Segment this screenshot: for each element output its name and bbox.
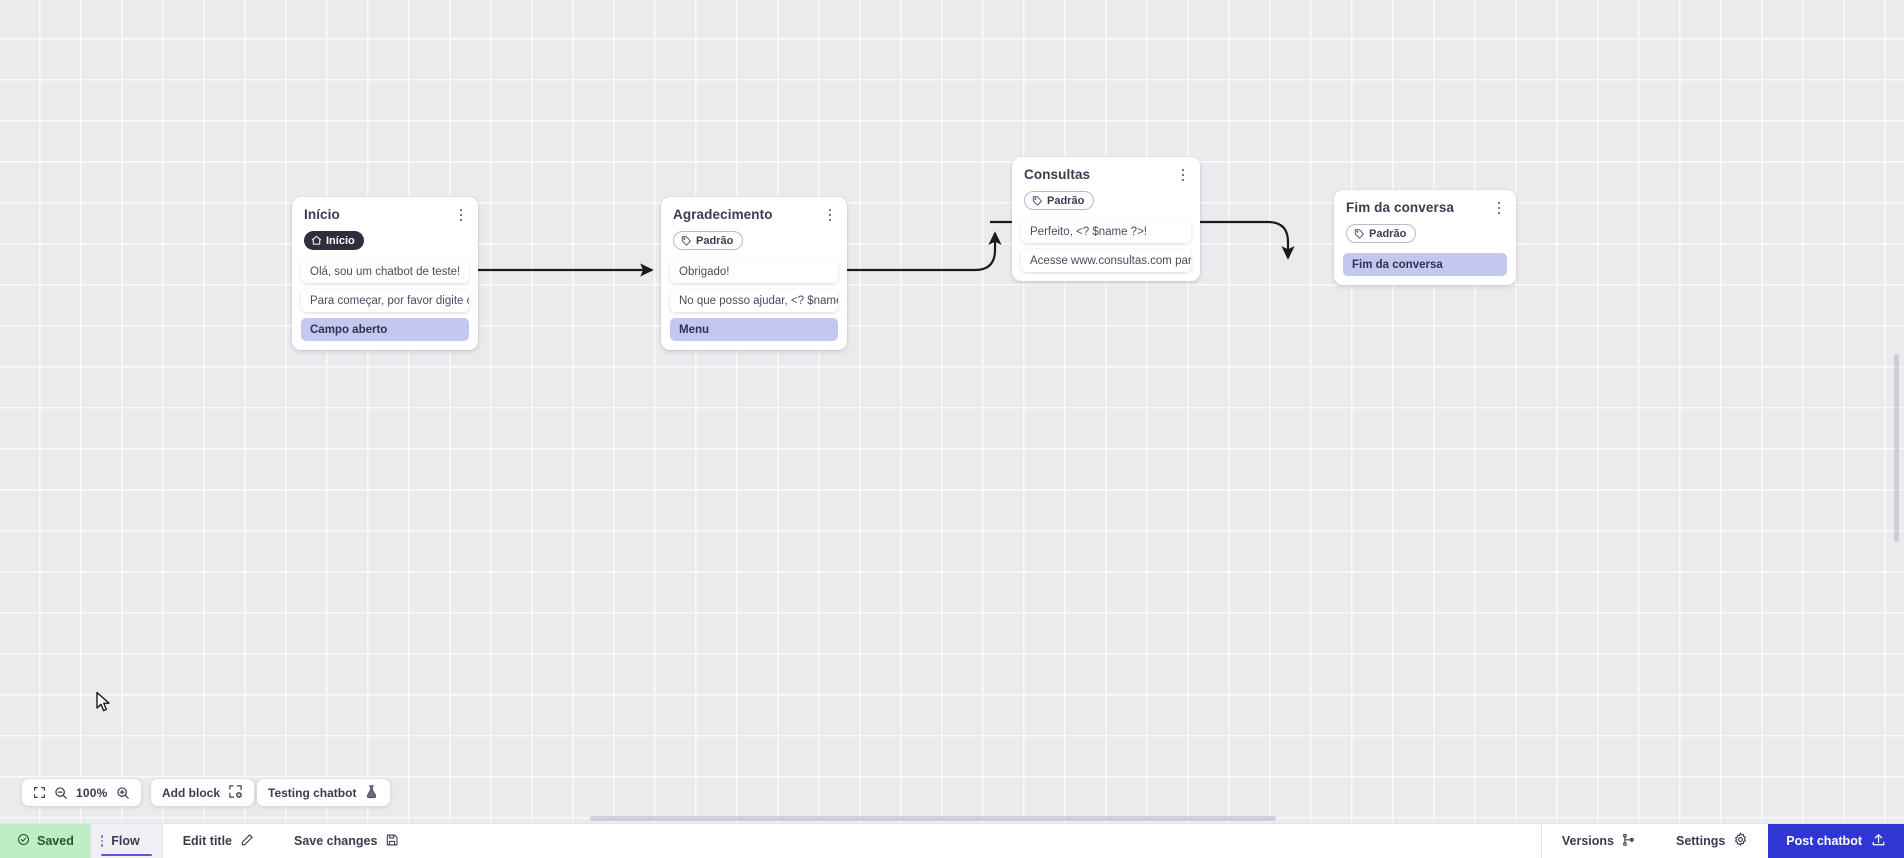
node-badge-label: Início <box>326 234 355 247</box>
node-row-accent[interactable]: Menu <box>670 318 838 341</box>
bottom-toolbar-left: Saved Flow Edit title Save changes <box>0 824 419 858</box>
node-badge-padrao[interactable]: Padrão <box>673 231 744 250</box>
upload-icon <box>1871 832 1886 850</box>
add-block-button[interactable]: Add block <box>151 779 255 806</box>
node-menu-button[interactable] <box>1176 166 1190 184</box>
node-title: Início <box>304 207 340 222</box>
node-row[interactable]: Para começar, por favor digite o ... <box>301 289 469 312</box>
flow-node-inicio[interactable]: Início Início Olá, sou um chatbot de tes… <box>292 197 478 350</box>
node-row[interactable]: Olá, sou um chatbot de teste! <box>301 260 469 283</box>
node-menu-button[interactable] <box>454 206 468 224</box>
versions-button[interactable]: Versions <box>1540 824 1656 858</box>
node-row[interactable]: Obrigado! <box>670 260 838 283</box>
gear-icon <box>1733 832 1748 850</box>
node-title: Fim da conversa <box>1346 200 1455 215</box>
bottom-toolbar-right: Versions Settings <box>1540 824 1904 858</box>
node-header: Início <box>301 206 469 224</box>
node-row[interactable]: Perfeito, <? $name ?>! <box>1021 220 1191 243</box>
zoom-out-icon[interactable] <box>54 786 68 800</box>
horizontal-scrollbar[interactable] <box>590 816 1276 821</box>
save-changes-button[interactable]: Save changes <box>274 824 419 858</box>
flask-icon <box>364 784 379 802</box>
post-chatbot-label: Post chatbot <box>1786 834 1862 848</box>
edit-title-button[interactable]: Edit title <box>163 824 274 858</box>
vertical-scrollbar[interactable] <box>1894 354 1899 542</box>
node-badge-label: Padrão <box>696 234 734 247</box>
testing-chatbot-button[interactable]: Testing chatbot <box>257 779 391 806</box>
edge-consultas-fim <box>990 220 1295 260</box>
edit-title-label: Edit title <box>182 834 233 848</box>
node-header: Consultas <box>1021 166 1191 184</box>
save-changes-label: Save changes <box>294 834 378 848</box>
node-rows: Olá, sou um chatbot de teste! Para começ… <box>301 260 469 341</box>
zoom-level-value: 100% <box>76 785 108 800</box>
git-branch-icon <box>1622 833 1636 850</box>
bottom-toolbar: Saved Flow Edit title Save changes <box>0 823 1904 858</box>
tag-icon <box>1032 195 1043 206</box>
node-rows: Fim da conversa <box>1343 253 1507 276</box>
versions-label: Versions <box>1561 834 1614 848</box>
flow-node-fim-da-conversa[interactable]: Fim da conversa Padrão Fim da conversa <box>1334 190 1516 285</box>
settings-label: Settings <box>1675 834 1726 848</box>
node-title: Consultas <box>1024 167 1091 182</box>
tag-icon <box>681 235 692 246</box>
check-circle-icon <box>17 833 30 849</box>
node-row[interactable]: No que posso ajudar, <? $name ... <box>670 289 838 312</box>
zoom-controls[interactable]: 100% <box>22 779 141 806</box>
flow-canvas[interactable]: Início Início Olá, sou um chatbot de tes… <box>0 0 1904 823</box>
node-badge-label: Padrão <box>1047 194 1085 207</box>
add-block-label: Add block <box>162 785 221 800</box>
tab-flow[interactable]: Flow <box>89 824 163 858</box>
settings-button[interactable]: Settings <box>1656 824 1768 858</box>
pencil-icon <box>240 833 254 850</box>
node-header: Fim da conversa <box>1343 199 1507 217</box>
node-row-accent[interactable]: Campo aberto <box>301 318 469 341</box>
testing-chatbot-label: Testing chatbot <box>268 785 357 800</box>
node-menu-button[interactable] <box>823 206 837 224</box>
node-rows: Perfeito, <? $name ?>! Acesse www.consul… <box>1021 220 1191 272</box>
tab-flow-label: Flow <box>111 834 140 848</box>
node-badge-inicio[interactable]: Início <box>304 231 364 250</box>
node-row-accent[interactable]: Fim da conversa <box>1343 253 1507 276</box>
home-icon <box>311 235 322 246</box>
post-chatbot-button[interactable]: Post chatbot <box>1768 824 1904 858</box>
node-header: Agradecimento <box>670 206 838 224</box>
save-disk-icon <box>385 833 399 850</box>
tag-icon <box>1354 228 1365 239</box>
zoom-in-icon[interactable] <box>116 786 130 800</box>
node-rows: Obrigado! No que posso ajudar, <? $name … <box>670 260 838 341</box>
node-title: Agradecimento <box>673 207 773 222</box>
fit-screen-icon[interactable] <box>33 786 46 799</box>
drag-handle-icon[interactable] <box>100 835 104 847</box>
node-badge-padrao[interactable]: Padrão <box>1024 191 1095 210</box>
connector-edges <box>396 220 1295 277</box>
edge-agradecimento-consultas <box>700 231 1002 272</box>
saved-label: Saved <box>37 834 74 848</box>
flow-node-consultas[interactable]: Consultas Padrão Perfeito, <? $name ?>! … <box>1012 157 1200 281</box>
saved-status: Saved <box>0 824 90 858</box>
node-badge-padrao[interactable]: Padrão <box>1346 224 1417 243</box>
node-badge-label: Padrão <box>1369 227 1407 240</box>
add-block-icon <box>228 784 243 802</box>
flow-node-agradecimento[interactable]: Agradecimento Padrão Obrigado! No que po… <box>661 197 847 350</box>
node-row[interactable]: Acesse www.consultas.com par... <box>1021 249 1191 272</box>
node-menu-button[interactable] <box>1492 199 1506 217</box>
